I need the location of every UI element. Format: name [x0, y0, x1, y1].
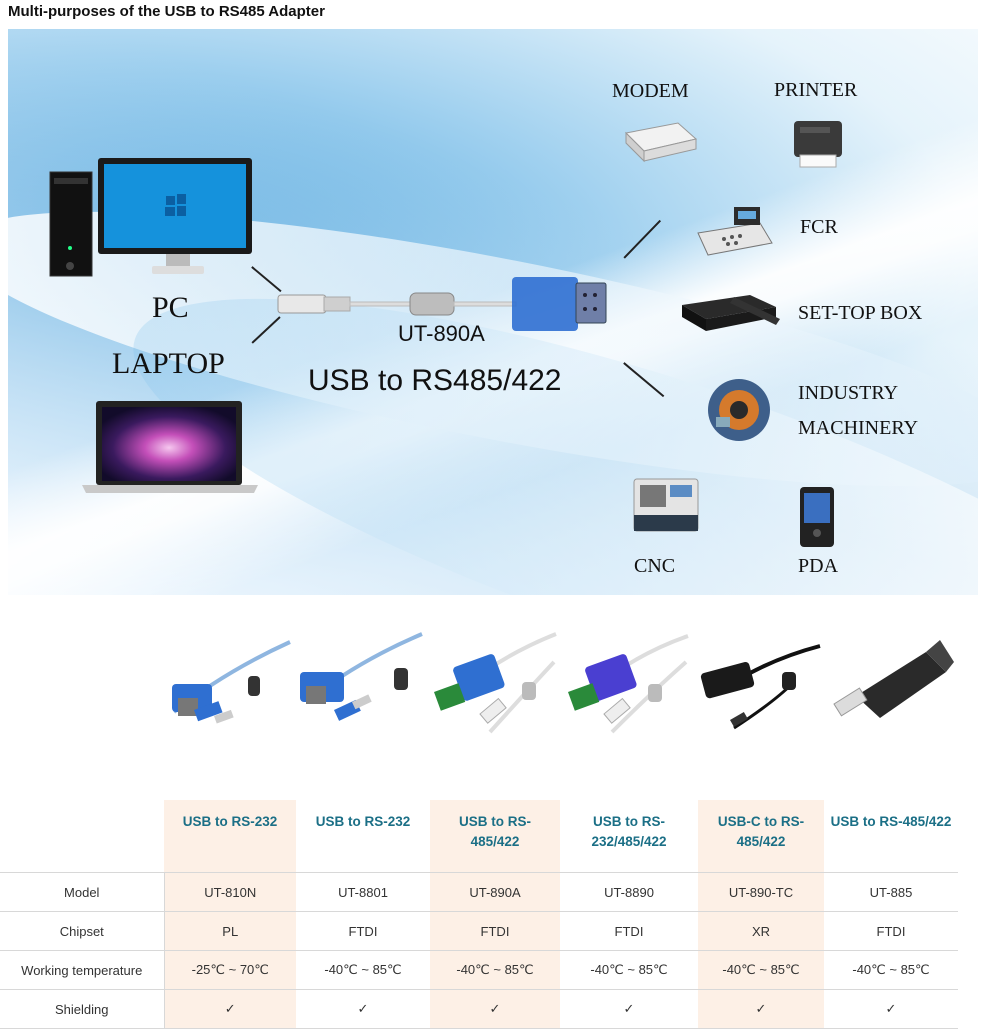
set-top-box-icon [682, 295, 780, 331]
header-line: 232/485/422 [591, 834, 667, 849]
connector-line-upper [623, 219, 661, 259]
cnc-label: CNC [634, 555, 676, 577]
check-icon: ✓ [430, 989, 560, 1029]
modem-label: MODEM [612, 80, 689, 102]
pc-label: PC [152, 291, 189, 324]
modem-icon [624, 122, 698, 163]
table-cell: FTDI [824, 911, 958, 951]
header-line: USB to RS- [459, 814, 531, 829]
table-header-cell: USB to RS-485/422 [824, 800, 958, 873]
table-header-cell: USB to RS-232 [296, 800, 430, 873]
laptop-icon [82, 401, 258, 493]
usb-rs485-cable-icon [277, 277, 607, 331]
product-image-ut-890-tc [700, 644, 821, 730]
fcr-label: FCR [800, 216, 838, 238]
cnc-machine-icon [633, 478, 699, 532]
set-top-box-label: SET-TOP BOX [798, 302, 923, 324]
table-cell: -25℃ ~ 70℃ [164, 950, 296, 990]
product-image-ut-8801 [300, 632, 423, 721]
header-line: 485/422 [470, 834, 520, 849]
table-header-cell: USB to RS-232 [164, 800, 296, 873]
table-cell: -40℃ ~ 85℃ [296, 950, 430, 990]
comparison-table: USB to RS-232 USB to RS-232 USB to RS- 48… [0, 800, 958, 1029]
header-line: USB to RS-232 [315, 814, 411, 829]
table-cell: FTDI [430, 911, 560, 951]
row-label: Working temperature [0, 950, 165, 990]
cable-model-label: UT-890A [398, 321, 485, 346]
table-header-cell: USB to RS- 485/422 [430, 800, 560, 873]
industry-label-line1: INDUSTRY [798, 382, 899, 404]
header-line: USB to RS-485/422 [830, 814, 952, 829]
check-icon: ✓ [164, 989, 296, 1029]
table-cell: UT-8801 [296, 872, 430, 912]
table-cell: -40℃ ~ 85℃ [560, 950, 698, 990]
industry-machinery-icon [708, 379, 770, 441]
table-cell: PL [164, 911, 296, 951]
check-icon: ✓ [560, 989, 698, 1029]
cable-caption: USB to RS485/422 [308, 364, 562, 397]
header-line: USB to RS-232 [182, 814, 278, 829]
product-image-ut-885 [833, 640, 954, 718]
pda-label: PDA [798, 555, 839, 577]
check-icon: ✓ [296, 989, 430, 1029]
table-cell: UT-810N [164, 872, 296, 912]
table-cell: UT-890-TC [698, 872, 824, 912]
row-label: Model [0, 872, 165, 912]
table-header-row: USB to RS-232 USB to RS-232 USB to RS- 48… [0, 800, 958, 873]
printer-icon [794, 121, 842, 168]
table-row: Working temperature -25℃ ~ 70℃ -40℃ ~ 85… [0, 950, 958, 990]
table-cell: UT-885 [824, 872, 958, 912]
pda-icon [800, 487, 834, 547]
product-image-ut-810n [172, 640, 291, 724]
table-cell: FTDI [560, 911, 698, 951]
check-icon: ✓ [698, 989, 824, 1029]
header-line: 485/422 [736, 834, 786, 849]
table-row: Chipset PL FTDI FTDI FTDI XR FTDI [0, 911, 958, 951]
table-cell: UT-8890 [560, 872, 698, 912]
table-header-cell: USB to RS- 232/485/422 [560, 800, 698, 873]
row-label: Chipset [0, 911, 165, 951]
table-header-cell: USB-C to RS- 485/422 [698, 800, 824, 873]
table-cell: -40℃ ~ 85℃ [824, 950, 958, 990]
table-cell: -40℃ ~ 85℃ [430, 950, 560, 990]
laptop-label: LAPTOP [112, 347, 225, 380]
table-cell: XR [698, 911, 824, 951]
table-cell: FTDI [296, 911, 430, 951]
product-image-ut-890a [434, 632, 557, 734]
desktop-pc-icon [49, 158, 252, 277]
fcr-register-icon [697, 207, 773, 256]
header-line: USB to RS- [593, 814, 665, 829]
table-header-empty [0, 800, 164, 873]
table-cell: UT-890A [430, 872, 560, 912]
header-line: USB-C to RS- [717, 814, 805, 829]
table-row: Shielding ✓ ✓ ✓ ✓ ✓ ✓ [0, 989, 958, 1029]
table-row: Model UT-810N UT-8801 UT-890A UT-8890 UT… [0, 872, 958, 912]
industry-label-line2: MACHINERY [798, 417, 919, 439]
table-cell: -40℃ ~ 85℃ [698, 950, 824, 990]
printer-label: PRINTER [774, 79, 858, 101]
product-image-ut-8890 [568, 634, 689, 734]
page-title: Multi-purposes of the USB to RS485 Adapt… [8, 3, 325, 20]
usage-banner: PC LAPTOP UT-890A USB to RS485/422 [8, 29, 978, 595]
